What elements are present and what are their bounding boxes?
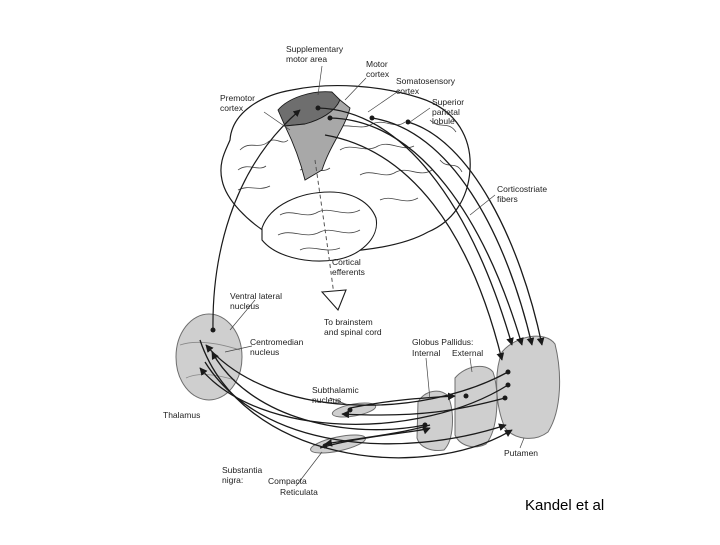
putamen — [496, 335, 561, 439]
label-external: External — [452, 348, 484, 358]
globus-pallidus-external — [454, 365, 498, 448]
citation-text: Kandel et al — [525, 497, 605, 514]
motor-cortex-area — [284, 99, 351, 181]
leader-lines — [224, 65, 525, 487]
corticostriate-fibers — [317, 107, 545, 361]
label-reticulata: Reticulata — [280, 487, 318, 497]
label-putamen: Putamen — [504, 448, 539, 458]
basal-ganglia-loops — [199, 339, 513, 459]
temporal-lobe — [261, 191, 378, 262]
globus-pallidus-internal — [416, 390, 453, 451]
label-compacta: Compacta — [268, 476, 307, 486]
label-thalamus: Thalamus — [163, 410, 201, 420]
connection-dots — [210, 105, 511, 449]
label-internal: Internal — [412, 348, 441, 358]
label-globus-pallidus: Globus Pallidus: — [412, 337, 474, 347]
cortical-efferents-arrowhead — [320, 289, 347, 312]
thalamo-cortical-line — [212, 109, 301, 331]
thalamus — [175, 313, 243, 401]
cortical-efferents-line — [314, 159, 335, 296]
